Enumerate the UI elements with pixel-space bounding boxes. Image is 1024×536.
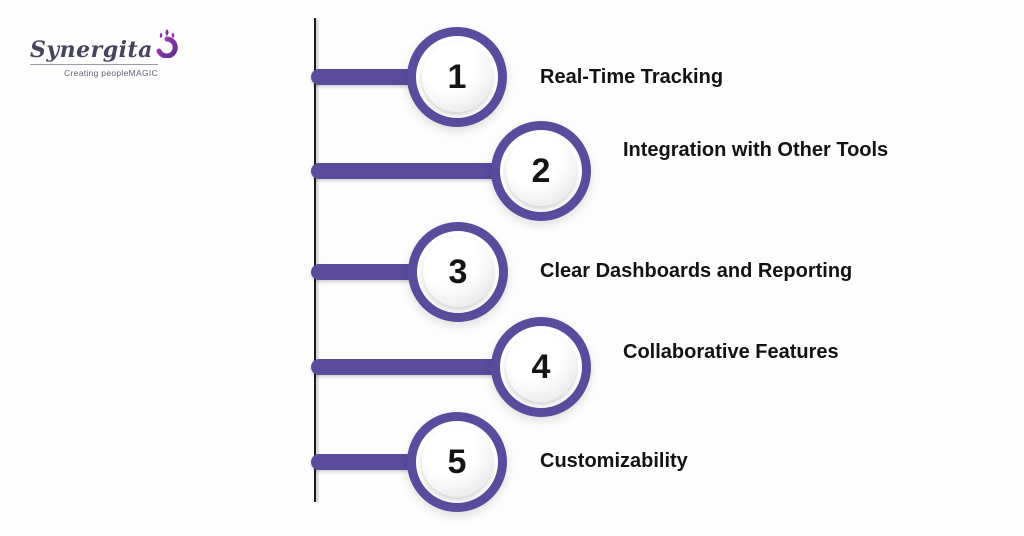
- step-circle-4: 4: [491, 317, 591, 417]
- step-number-3: 3: [448, 253, 468, 291]
- peacock-swirl-icon: [155, 28, 179, 63]
- step-circle-inner-3: 3: [423, 237, 493, 307]
- step-circle-inner-4: 4: [506, 332, 576, 402]
- connector-bar-2: [311, 163, 545, 179]
- step-circle-inner-5: 5: [422, 427, 492, 497]
- step-number-5: 5: [447, 443, 467, 481]
- step-label-2: Integration with Other Tools: [623, 139, 889, 161]
- timeline-spine: [314, 18, 316, 502]
- step-number-4: 4: [531, 348, 551, 386]
- step-label-1: Real-Time Tracking: [540, 66, 724, 88]
- logo-tagline: Creating peopleMAGIC: [64, 68, 158, 78]
- step-label-4: Collaborative Features: [623, 341, 839, 363]
- connector-bar-4: [311, 359, 545, 375]
- step-label-5: Customizability: [540, 450, 688, 472]
- step-label-3: Clear Dashboards and Reporting: [540, 260, 853, 282]
- step-circle-3: 3: [408, 222, 508, 322]
- step-circle-inner-2: 2: [506, 136, 576, 206]
- brand-wordmark: Synergita: [30, 37, 153, 63]
- logo-divider: [30, 64, 158, 65]
- step-number-1: 1: [447, 58, 467, 96]
- step-circle-2: 2: [491, 121, 591, 221]
- step-number-2: 2: [531, 152, 551, 190]
- step-circle-5: 5: [407, 412, 507, 512]
- step-circle-inner-1: 1: [422, 42, 492, 112]
- step-circle-1: 1: [407, 27, 507, 127]
- logo: Synergita Creating peopleMAGIC: [30, 28, 178, 78]
